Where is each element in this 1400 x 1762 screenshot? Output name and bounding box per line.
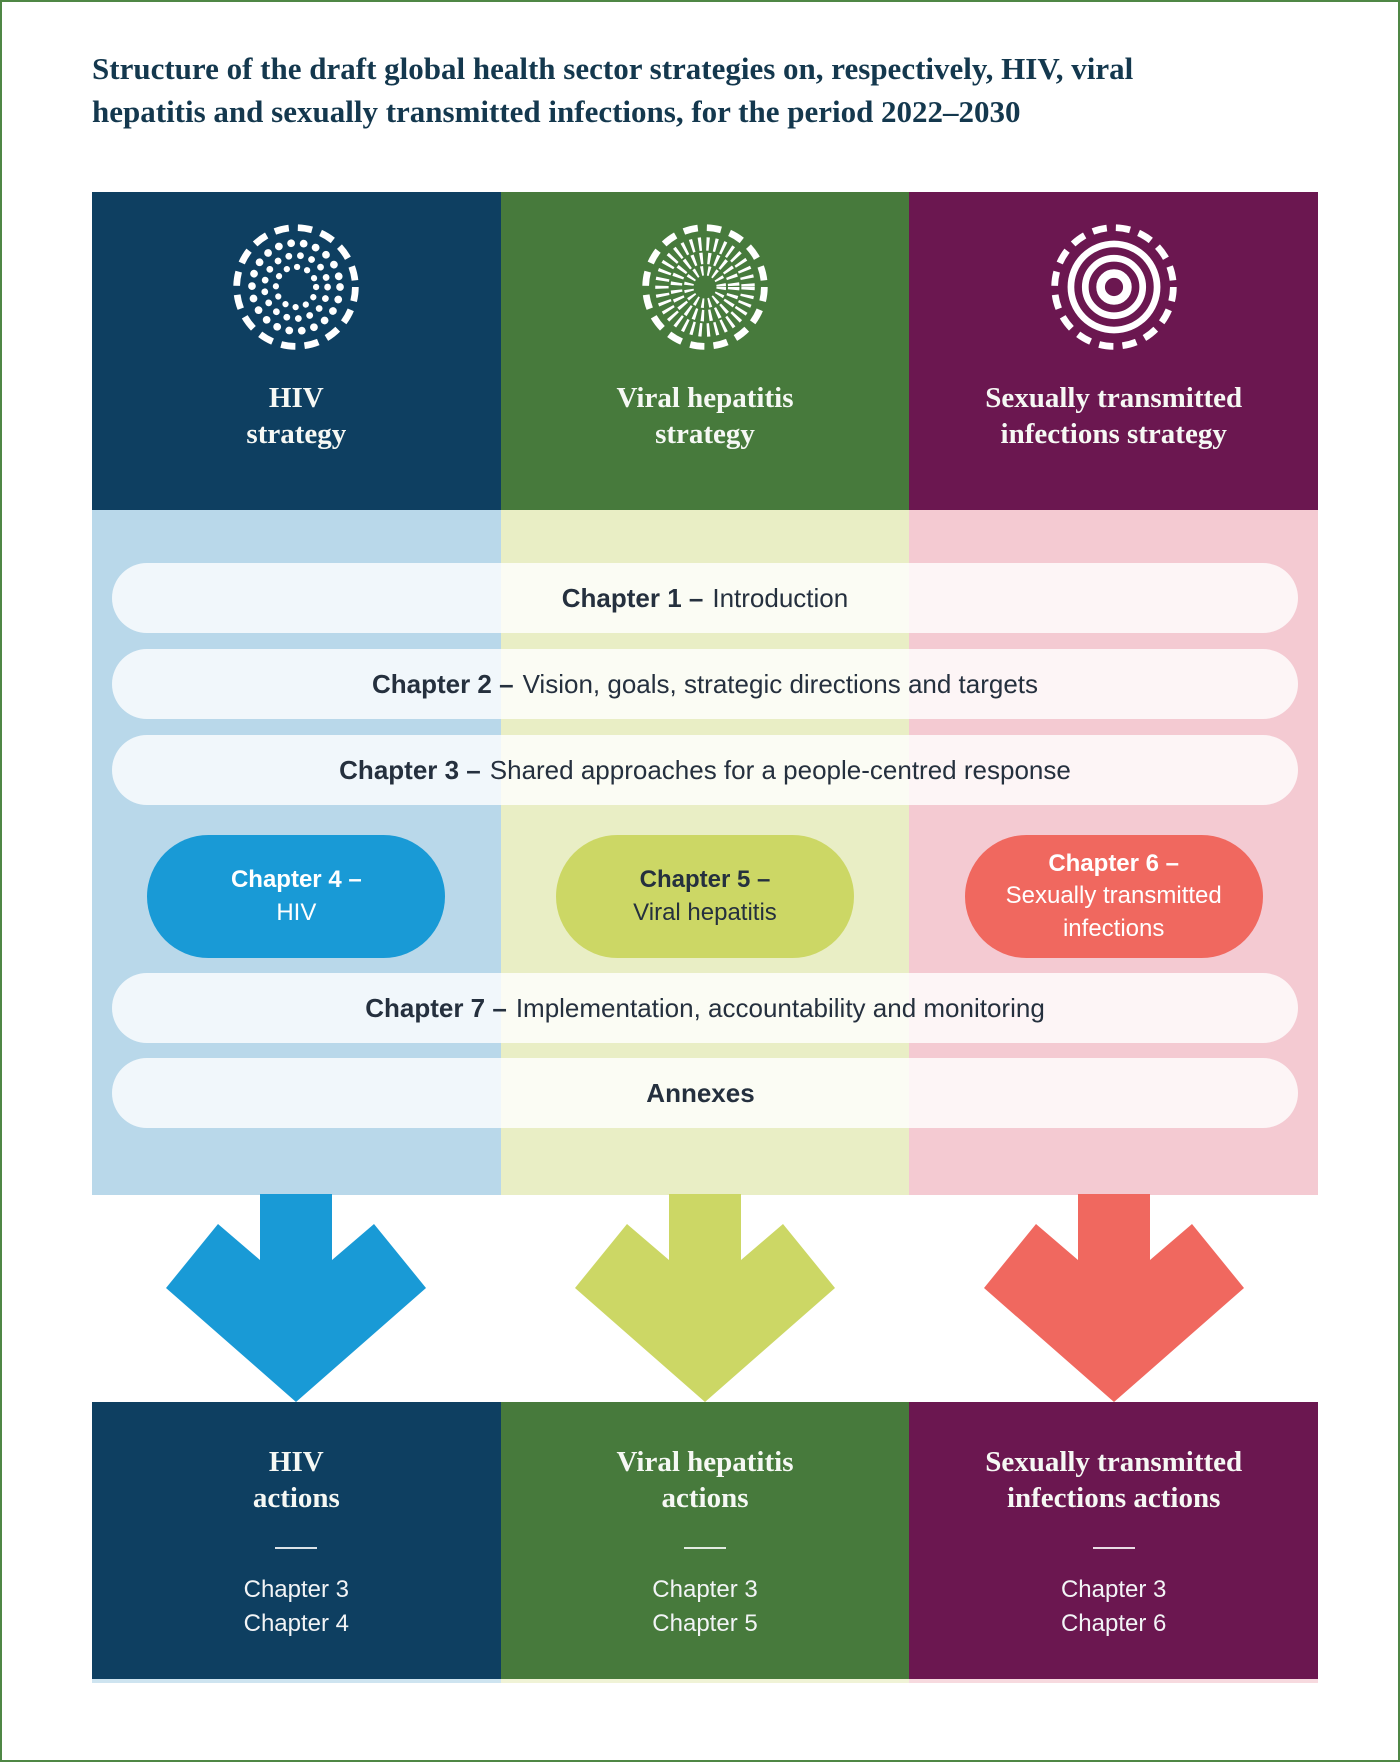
chapter-7-pill: Chapter 7 – Implementation, accountabili…	[112, 973, 1298, 1043]
shared-chapters-section: Chapter 1 – Introduction Chapter 2 – Vis…	[92, 510, 1319, 1195]
hiv-strategy-label-line1: HIV	[268, 382, 324, 414]
hiv-actions-title-line2: actions	[252, 1482, 340, 1515]
sti-actions-title-line2: infections actions	[1006, 1482, 1221, 1515]
sti-actions-box: Sexually transmitted infections actions …	[909, 1402, 1319, 1683]
radial-dashes-circle-icon	[642, 224, 768, 350]
viral-hepatitis-down-arrow	[575, 1194, 835, 1402]
target-rings-icon	[1050, 224, 1177, 350]
chapter-7-text: Implementation, accountability and monit…	[515, 992, 1045, 1023]
hiv-actions-chapter-4: Chapter 4	[243, 1610, 350, 1638]
page-title: Structure of the draft global health sec…	[92, 48, 1282, 134]
chapter-5-text: Viral hepatitis	[633, 898, 777, 926]
divider	[275, 1546, 318, 1549]
viral-hepatitis-actions-title: Viral hepatitis actions	[617, 1444, 794, 1517]
chapter-2-pill: Chapter 2 – Vision, goals, strategic dir…	[112, 649, 1298, 719]
sti-actions-chapters: Chapter 3 Chapter 6	[1061, 1573, 1166, 1643]
viral-hepatitis-strategy-header: Viral hepatitis strategy	[500, 192, 910, 510]
sti-strategy-label-line1: Sexually transmitted	[985, 382, 1243, 414]
chapter-5-viral-hepatitis-bubble: Chapter 5 – Viral hepatitis	[556, 835, 854, 958]
sti-strategy-label: Sexually transmitted infections strategy	[985, 380, 1242, 453]
chapter-4-text: HIV	[276, 898, 317, 926]
sti-down-arrow	[984, 1194, 1244, 1402]
viral-hepatitis-actions-chapter-3: Chapter 3	[652, 1575, 758, 1603]
viral-hepatitis-actions-chapter-5: Chapter 5	[652, 1610, 758, 1638]
divider	[1092, 1546, 1135, 1549]
hiv-down-arrow	[166, 1194, 426, 1402]
sti-actions-chapter-3: Chapter 3	[1060, 1575, 1167, 1603]
chapter-2-label: Chapter 2 –	[371, 668, 514, 699]
chapter-1-label: Chapter 1 –	[561, 582, 704, 613]
viral-hepatitis-actions-title-line2: actions	[661, 1482, 749, 1515]
chapter-6-label: Chapter 6 –	[1048, 849, 1180, 877]
hiv-actions-box: HIV actions Chapter 3 Chapter 4	[92, 1402, 501, 1683]
actions-row: HIV actions Chapter 3 Chapter 4 Viral he…	[92, 1402, 1319, 1683]
chapter-4-hiv-bubble: Chapter 4 – HIV	[147, 835, 446, 958]
strategy-header-row: HIV strategy Viral hepatitis strategy	[92, 192, 1319, 510]
annexes-label: Annexes	[646, 1077, 755, 1108]
hiv-actions-title: HIV actions	[253, 1444, 340, 1517]
hiv-actions-title-line1: HIV	[268, 1446, 324, 1478]
chapter-7-label: Chapter 7 –	[365, 992, 507, 1023]
viral-hepatitis-strategy-label: Viral hepatitis strategy	[617, 380, 794, 453]
hiv-strategy-label: HIV strategy	[246, 380, 346, 453]
sti-actions-title-line1: Sexually transmitted	[985, 1446, 1243, 1478]
chapter-3-label: Chapter 3 –	[339, 754, 481, 785]
chapter-3-pill: Chapter 3 – Shared approaches for a peop…	[112, 735, 1298, 805]
chapter-4-label: Chapter 4 –	[230, 866, 362, 894]
page-title-line2: hepatitis and sexually transmitted infec…	[92, 93, 1021, 129]
sti-actions-title: Sexually transmitted infections actions	[985, 1444, 1242, 1517]
viral-hepatitis-actions-title-line1: Viral hepatitis	[616, 1446, 794, 1478]
hiv-actions-chapter-3: Chapter 3	[243, 1575, 350, 1603]
viral-hepatitis-strategy-label-line1: Viral hepatitis	[616, 382, 794, 414]
sti-actions-chapter-6: Chapter 6	[1060, 1610, 1167, 1638]
chapter-1-pill: Chapter 1 – Introduction	[112, 563, 1298, 633]
chapter-2-text: Vision, goals, strategic directions and …	[522, 668, 1039, 699]
sti-strategy-label-line2: infections strategy	[1000, 418, 1227, 451]
chapter-6-sti-bubble: Chapter 6 – Sexually transmitted infecti…	[964, 835, 1263, 958]
hiv-actions-chapters: Chapter 3 Chapter 4	[244, 1573, 349, 1643]
annexes-pill: Annexes	[112, 1058, 1298, 1128]
dotted-concentric-circles-icon	[233, 224, 360, 350]
chapter-3-text: Shared approaches for a people-centred r…	[489, 754, 1071, 785]
viral-hepatitis-actions-box: Viral hepatitis actions Chapter 3 Chapte…	[500, 1402, 910, 1683]
disease-chapter-bubbles-row: Chapter 4 – HIV Chapter 5 – Viral hepati…	[92, 835, 1318, 958]
viral-hepatitis-strategy-label-line2: strategy	[655, 418, 755, 451]
viral-hepatitis-actions-chapters: Chapter 3 Chapter 5	[652, 1573, 757, 1643]
chapter-6-text: Sexually transmitted infections	[1005, 882, 1222, 942]
hiv-strategy-label-line2: strategy	[246, 418, 347, 451]
hiv-strategy-header: HIV strategy	[92, 192, 501, 510]
page-title-line1: Structure of the draft global health sec…	[92, 51, 1134, 86]
sti-strategy-header: Sexually transmitted infections strategy	[909, 192, 1319, 510]
chapter-5-label: Chapter 5 –	[639, 866, 771, 894]
chapter-1-text: Introduction	[712, 582, 849, 613]
divider	[684, 1546, 726, 1549]
